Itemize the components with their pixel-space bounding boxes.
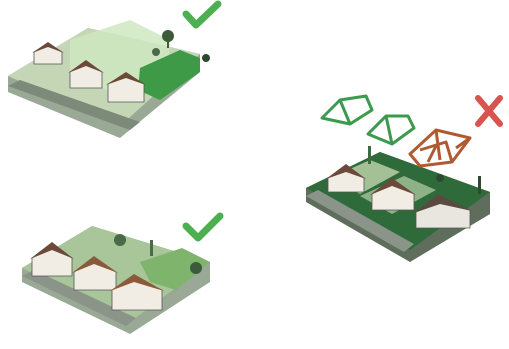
tree (190, 262, 202, 274)
tree (152, 48, 160, 56)
check-mark-icon (186, 216, 220, 238)
panel-right (306, 96, 500, 262)
brown-truss-roof (410, 130, 470, 166)
panel-top-left (8, 4, 218, 138)
cross-mark-icon (478, 98, 500, 124)
check-mark-icon (186, 4, 218, 25)
panel-bottom-left (22, 216, 220, 334)
tree (202, 54, 210, 62)
tree (436, 174, 444, 182)
tree (114, 234, 126, 246)
